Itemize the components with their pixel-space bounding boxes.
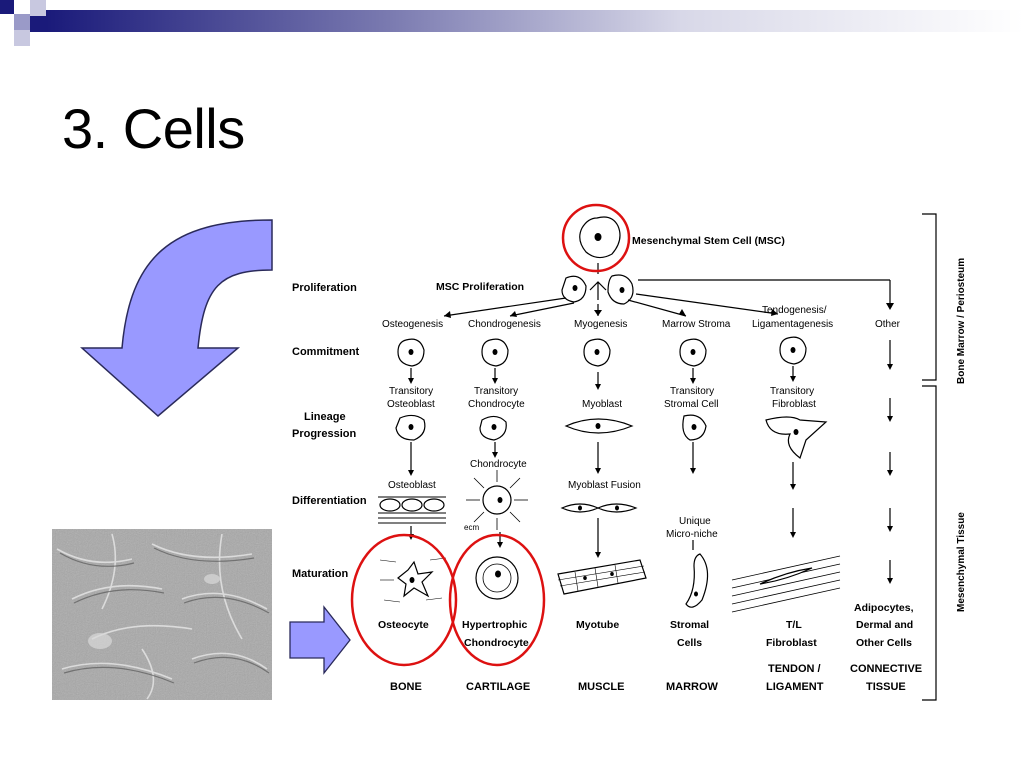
myoblast-fusion-label: Myoblast Fusion — [568, 480, 641, 491]
osteoblast-label: Osteoblast — [388, 480, 436, 491]
pathway-other: Other — [875, 319, 901, 330]
msc-proliferation-label: MSC Proliferation — [436, 281, 524, 293]
chondrocyte-label: Chondrocyte — [470, 459, 527, 470]
tissue-marrow: MARROW — [666, 681, 719, 693]
mature-adipocytes: Adipocytes, — [854, 602, 914, 614]
slide-title: 3. Cells — [62, 97, 245, 160]
micro-niche-label: Micro-niche — [666, 529, 718, 540]
transitory-fibroblast-1: Transitory — [770, 386, 814, 397]
row-label-proliferation: Proliferation — [292, 282, 357, 294]
cell-culture-photo — [52, 529, 272, 700]
chondrocyte-ecm-cell — [466, 470, 528, 530]
transitory-fibroblast-2: Fibroblast — [772, 399, 816, 410]
pathway-myogenesis: Myogenesis — [574, 319, 627, 330]
right-arrow-icon — [289, 605, 351, 675]
progression-cells — [395, 414, 828, 459]
pathway-chondrogenesis: Chondrogenesis — [468, 319, 541, 330]
msc-cell — [579, 216, 621, 259]
tissue-muscle: MUSCLE — [578, 681, 624, 693]
row-label-commitment: Commitment — [292, 346, 360, 358]
mature-other-cells: Other Cells — [856, 637, 912, 649]
mature-stromal: Stromal — [670, 619, 709, 631]
transitory-chondrocyte-2: Chondrocyte — [468, 399, 525, 410]
tl-fibroblast-drawing — [731, 555, 841, 613]
transitory-osteoblast-1: Transitory — [389, 386, 433, 397]
tissue-bone: BONE — [390, 681, 422, 693]
osteoblast-layer — [378, 496, 446, 524]
stromal-cell-drawing — [685, 553, 709, 608]
side-label-mesenchymal: Mesenchymal Tissue — [956, 512, 967, 612]
myotube-drawing — [557, 559, 647, 595]
right-brackets — [922, 213, 937, 701]
row-label-differentiation: Differentiation — [292, 495, 367, 507]
pathway-marrow-stroma: Marrow Stroma — [662, 319, 731, 330]
msc-proliferation-cells — [561, 274, 634, 305]
ecm-label: ecm — [464, 523, 479, 532]
msc-label: Mesenchymal Stem Cell (MSC) — [632, 235, 785, 247]
tissue-tissue: TISSUE — [866, 681, 906, 693]
mature-osteocyte: Osteocyte — [378, 619, 429, 631]
row-label-lineage: Lineage — [304, 411, 346, 423]
side-label-bone-marrow: Bone Marrow / Periosteum — [956, 258, 967, 384]
transitory-stromal-2: Stromal Cell — [664, 399, 718, 410]
commitment-cells — [397, 336, 807, 367]
title-bar-decoration — [0, 0, 1024, 46]
hypertrophic-chondrocyte-drawing — [475, 556, 519, 600]
pathway-osteogenesis: Osteogenesis — [382, 319, 443, 330]
mature-dermal: Dermal and — [856, 619, 913, 631]
highlight-circles — [350, 203, 631, 667]
tissue-connective: CONNECTIVE — [850, 663, 922, 675]
tissue-ligament: LIGAMENT — [766, 681, 824, 693]
unique-label: Unique — [679, 516, 711, 527]
mature-tl: T/L — [786, 619, 802, 631]
mature-chondrocyte: Chondrocyte — [464, 637, 529, 649]
myoblast-label: Myoblast — [582, 399, 622, 410]
curved-arrow-icon — [80, 219, 273, 417]
mature-myotube: Myotube — [576, 619, 619, 631]
transitory-osteoblast-2: Osteoblast — [387, 399, 435, 410]
mature-hypertrophic: Hypertrophic — [462, 619, 528, 631]
mature-cells: Cells — [677, 637, 702, 649]
osteocyte-drawing — [379, 557, 447, 603]
mature-fibroblast: Fibroblast — [766, 637, 817, 649]
row-label-maturation: Maturation — [292, 568, 349, 580]
tissue-cartilage: CARTILAGE — [466, 681, 530, 693]
transitory-stromal-1: Transitory — [670, 386, 714, 397]
transitory-chondrocyte-1: Transitory — [474, 386, 518, 397]
row-label-progression: Progression — [292, 428, 356, 440]
tissue-tendon: TENDON / — [768, 663, 821, 675]
pathway-ligamentagenesis: Ligamentagenesis — [752, 319, 833, 330]
pathway-tendogenesis: Tendogenesis/ — [762, 305, 827, 316]
myoblast-fusion-cells — [560, 503, 638, 513]
